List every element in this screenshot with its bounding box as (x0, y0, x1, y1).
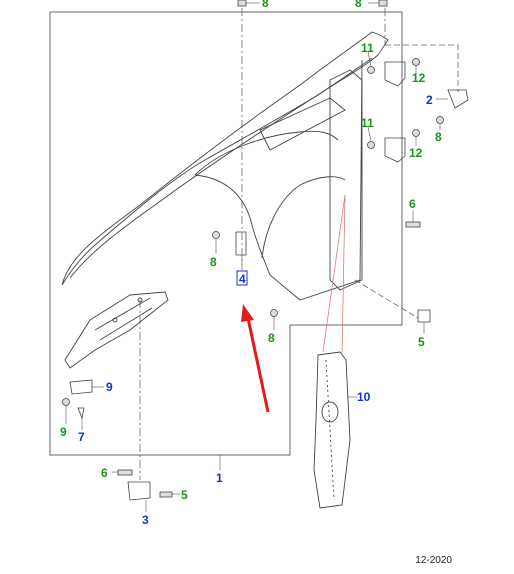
callout-4-highlight (236, 270, 248, 286)
seal-part-10 (313, 351, 351, 509)
callout-labels: 8 8 11 12 2 8 11 12 6 8 4 8 5 9 10 9 7 1… (60, 0, 442, 527)
callout-6: 6 (409, 197, 416, 211)
date-code: 12-2020 (415, 555, 452, 566)
callout-5: 5 (181, 488, 188, 502)
callout-7: 7 (78, 430, 85, 444)
fender-panel (61, 31, 389, 301)
callout-8: 8 (355, 0, 362, 10)
callout-6: 6 (101, 466, 108, 480)
callout-10: 10 (357, 390, 371, 404)
callout-1: 1 (216, 471, 223, 485)
callout-9: 9 (106, 380, 113, 394)
seal-leader-1 (322, 194, 346, 353)
red-arrow (241, 304, 270, 413)
callout-leaders (65, 2, 448, 512)
callout-5: 5 (418, 335, 425, 349)
callout-8: 8 (262, 0, 269, 10)
left-bracket (64, 291, 169, 369)
callout-11: 11 (361, 116, 374, 130)
fastener-group (62, 0, 469, 501)
callout-8: 8 (268, 331, 275, 345)
callout-4: 4 (239, 272, 246, 286)
callout-8: 8 (435, 130, 442, 144)
callout-8: 8 (210, 255, 217, 269)
seal-leader-2 (341, 194, 346, 356)
callout-11: 11 (361, 41, 374, 55)
assembly-boundary (49, 11, 403, 456)
callout-12: 12 (409, 146, 423, 160)
callout-2: 2 (426, 93, 433, 107)
callout-8: 9 (60, 425, 67, 439)
callout-12: 12 (412, 71, 426, 85)
callout-3: 3 (142, 513, 149, 527)
dashed-leader-bracket (354, 279, 419, 319)
dashed-leader-right (385, 44, 459, 92)
